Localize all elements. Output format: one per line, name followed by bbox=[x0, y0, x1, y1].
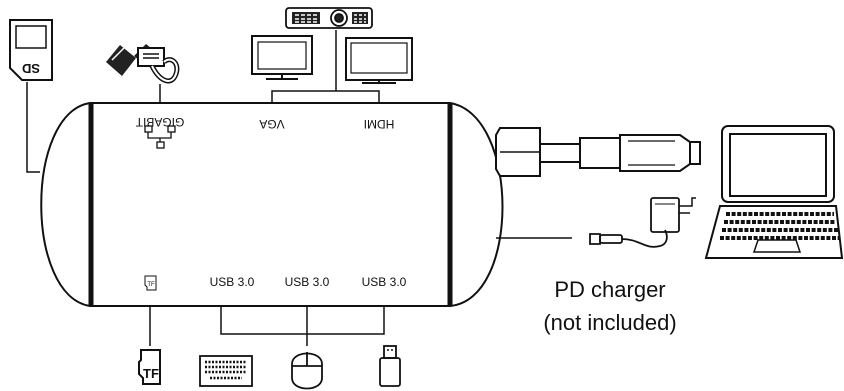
hub-body bbox=[40, 102, 504, 307]
vga-port-label: VGA bbox=[259, 117, 284, 131]
usb-c-cable-icon bbox=[495, 127, 701, 177]
monitor-icon bbox=[251, 35, 313, 80]
usb-drive-icon bbox=[379, 345, 401, 387]
projector-icon bbox=[285, 7, 373, 29]
gigabit-port-label: GIGABIT bbox=[135, 115, 184, 129]
usb-port-label-3: USB 3.0 bbox=[362, 275, 407, 289]
display-connector-lines bbox=[271, 30, 380, 103]
sd-card-label: SD bbox=[22, 61, 40, 76]
tf-card-icon: TF bbox=[138, 349, 161, 385]
pd-charger-note: (not included) bbox=[543, 310, 676, 335]
hdmi-port-label: HDMI bbox=[364, 117, 395, 131]
network-port-icon bbox=[144, 125, 176, 149]
monitor-icon bbox=[345, 37, 413, 84]
tf-card-label: TF bbox=[143, 366, 159, 381]
keyboard-icon bbox=[199, 355, 253, 387]
power-adapter-icon bbox=[589, 197, 696, 248]
pd-charger-label: PD charger bbox=[554, 277, 665, 302]
mouse-icon bbox=[291, 352, 323, 390]
usb-port-label-1: USB 3.0 bbox=[210, 275, 255, 289]
tf-slot-label: TF bbox=[147, 282, 155, 288]
sd-card-icon: SD bbox=[9, 19, 53, 81]
laptop-icon bbox=[704, 125, 844, 259]
tf-slot-icon: TF bbox=[144, 275, 157, 291]
sd-connector-line bbox=[26, 82, 40, 173]
ethernet-cable-icon bbox=[106, 44, 180, 84]
usb-port-label-2: USB 3.0 bbox=[285, 275, 330, 289]
usb-connector-lines bbox=[220, 306, 385, 346]
